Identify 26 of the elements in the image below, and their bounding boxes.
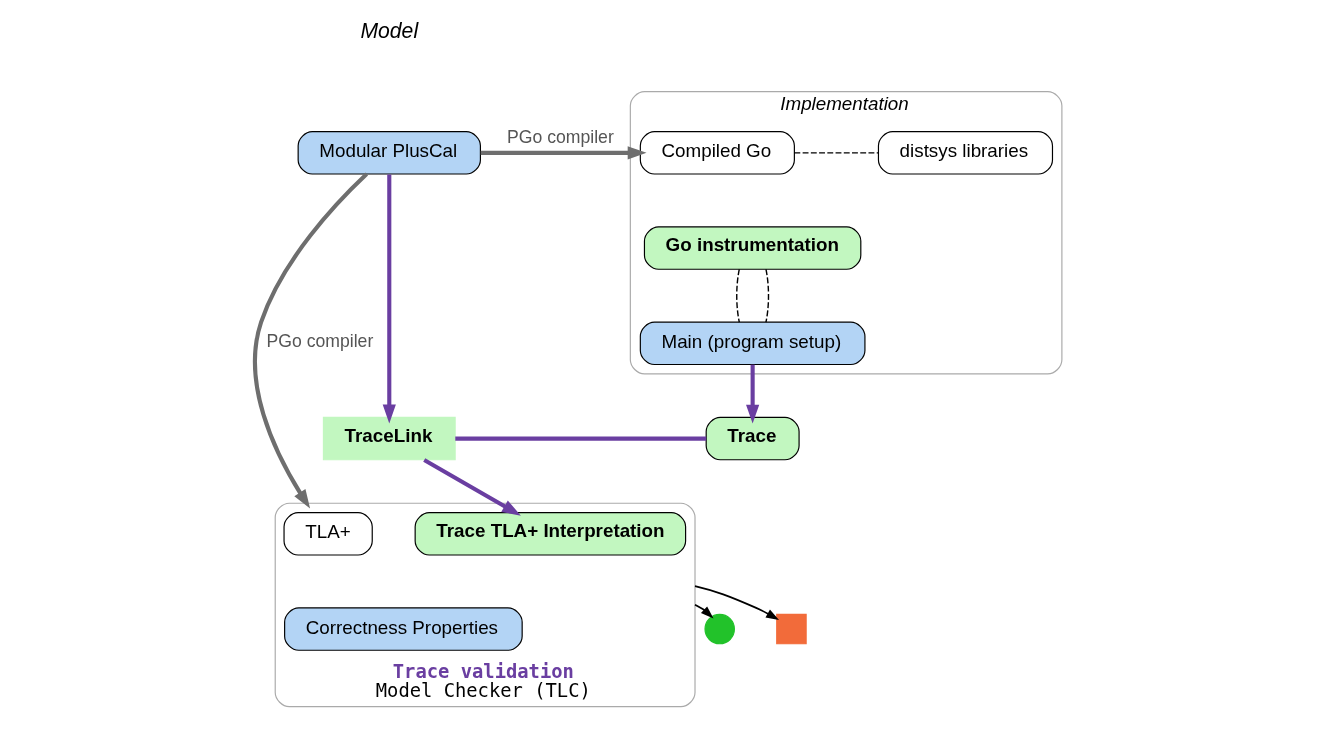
node-box: Modular PlusCal <box>297 131 481 175</box>
node-box: Trace <box>705 416 800 461</box>
arrow <box>252 172 368 509</box>
connector <box>764 268 769 323</box>
label: Model <box>359 19 418 43</box>
arrow <box>745 364 759 424</box>
node-box: Go instrumentation <box>643 226 861 270</box>
node-box: TraceLink <box>322 416 456 461</box>
connector <box>735 268 740 323</box>
node-cross <box>775 613 807 645</box>
node-box: TLA+ <box>282 512 373 556</box>
connector <box>454 436 706 441</box>
arrow <box>693 585 779 620</box>
node-box: distsys libraries <box>877 131 1053 175</box>
connector <box>793 152 879 154</box>
edge-label: PGo compiler <box>506 127 614 148</box>
edge-label: PGo compiler <box>266 331 373 352</box>
arrow <box>382 174 396 424</box>
node-box: Correctness Properties <box>283 607 523 651</box>
node-box: Main (program setup) <box>639 321 865 366</box>
arrow <box>693 603 713 619</box>
node-box: Compiled Go <box>639 131 795 175</box>
arrow <box>480 146 647 160</box>
node-checkmark <box>703 613 735 645</box>
arrow <box>422 458 521 516</box>
node-box: Trace TLA+ Interpretation <box>414 512 686 556</box>
